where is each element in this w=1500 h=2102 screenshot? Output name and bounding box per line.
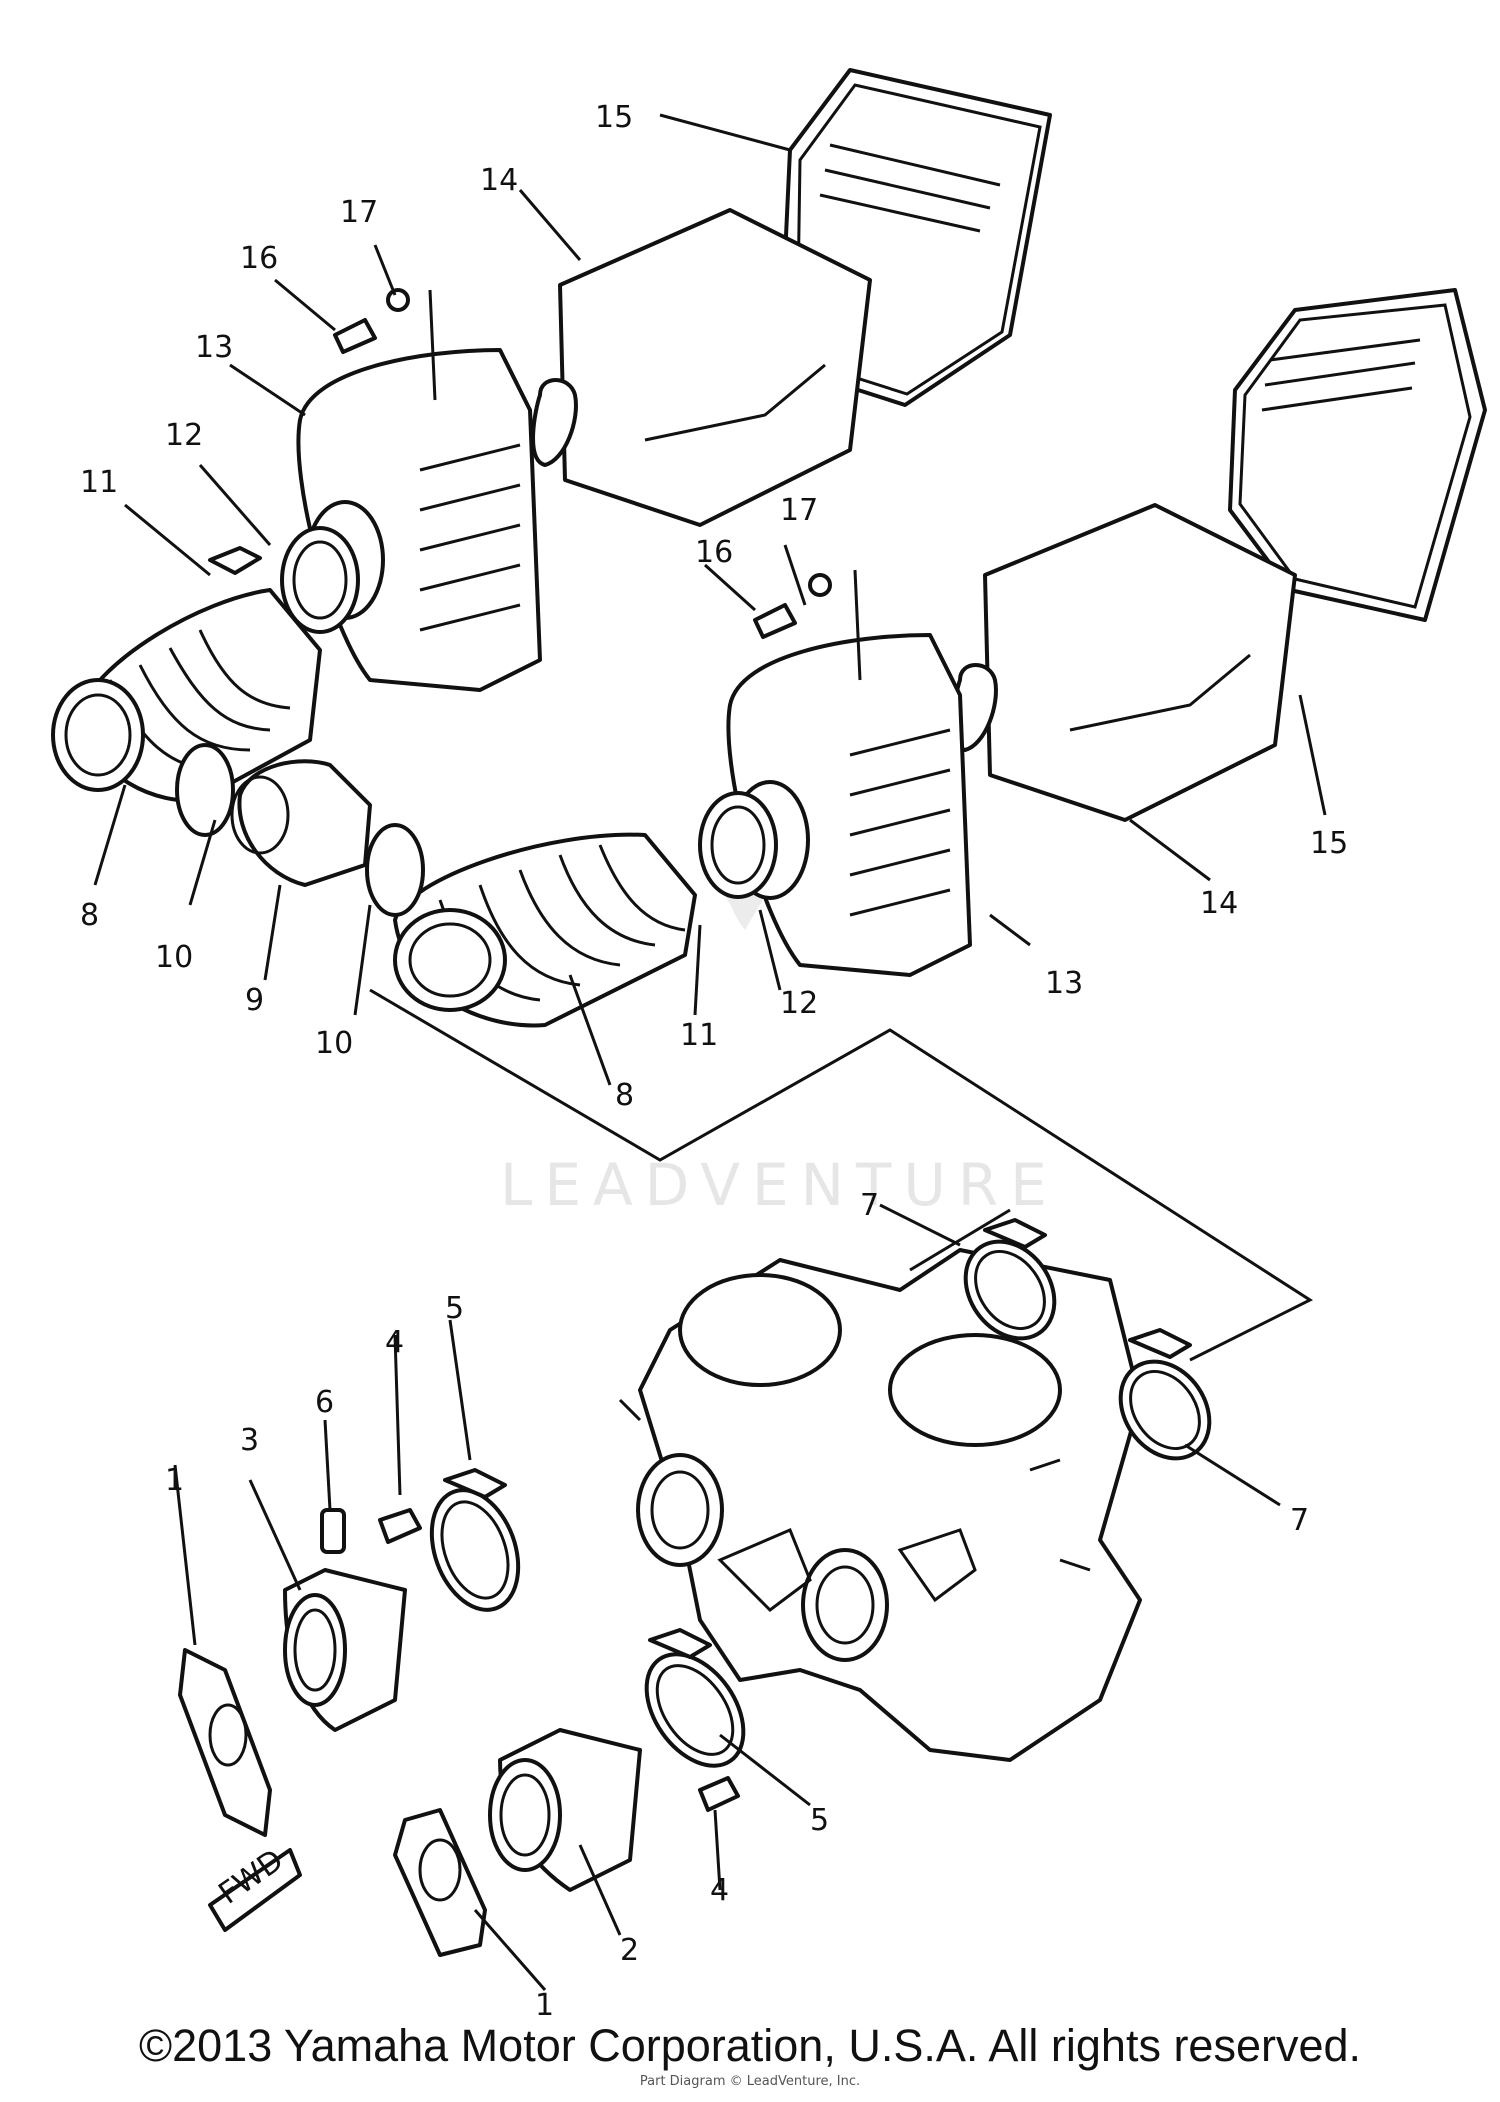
clamp-5-upper [429,1468,521,1612]
assembly-guide-lines [369,988,1314,1362]
bolt-4-upper [378,1508,422,1544]
callout-5-upper: 5 [445,1291,464,1326]
callout-2: 2 [620,1933,639,1968]
watermark-text: LEADVENTURE [500,1151,1059,1219]
callout-8-upper: 8 [80,898,99,933]
carburetor-joint-3 [283,1568,407,1732]
callout-8-center: 8 [615,1078,634,1113]
bolt-4-lower [698,1776,740,1812]
callout-13-upper: 13 [195,330,233,365]
diagram-credit: Part Diagram © LeadVenture, Inc. [639,2074,861,2089]
callout-16-lower: 16 [695,535,733,570]
callout-5-lower: 5 [810,1803,829,1838]
callout-10-center: 10 [315,1026,353,1061]
leader-lines [93,113,1327,1991]
copyright-notice: ©2013 Yamaha Motor Corporation, U.S.A. A… [138,2020,1362,2071]
leadventure-watermark: LEADVENTURE [500,830,1059,1219]
gasket-1-upper [178,1648,272,1837]
clamp-7-upper [963,1218,1057,1341]
callout-7-upper: 7 [860,1188,879,1223]
callout-15-upper: 15 [595,100,633,135]
callout-7-lower: 7 [1290,1503,1309,1538]
callout-12-upper: 12 [165,418,203,453]
air-cleaner-left [51,68,1052,803]
callout-3: 3 [240,1423,259,1458]
callout-1-lower: 1 [535,1988,554,2023]
clamp-7-lower [1118,1328,1212,1461]
callout-14-upper: 14 [480,163,518,198]
callout-numbers: 15 14 17 16 13 12 11 8 10 9 10 8 11 12 1… [80,100,1348,2023]
callout-11-upper: 11 [80,465,118,500]
callout-14-lower: 14 [1200,886,1238,921]
gasket-1-lower [393,1808,487,1957]
callout-6: 6 [315,1385,334,1420]
callout-11-center: 11 [680,1018,718,1053]
callout-1-upper: 1 [165,1463,184,1498]
forward-direction-marker: FWD [208,1843,302,1932]
callout-17-lower: 17 [780,493,818,528]
callout-10-left: 10 [155,940,193,975]
clamp-5-lower [644,1628,746,1768]
callout-15-lower: 15 [1310,826,1348,861]
cap-6 [320,1508,346,1554]
air-cleaner-right [175,288,1487,1028]
carburetor-assembly [618,1248,1142,1762]
callout-13-lower: 13 [1045,966,1083,1001]
callout-17-upper: 17 [340,195,378,230]
callout-12-center: 12 [780,986,818,1021]
carburetor-joint-2 [488,1728,642,1892]
callout-9: 9 [245,983,264,1018]
callout-4-upper: 4 [385,1325,404,1360]
callout-16-upper: 16 [240,241,278,276]
callout-4-lower: 4 [710,1873,729,1908]
